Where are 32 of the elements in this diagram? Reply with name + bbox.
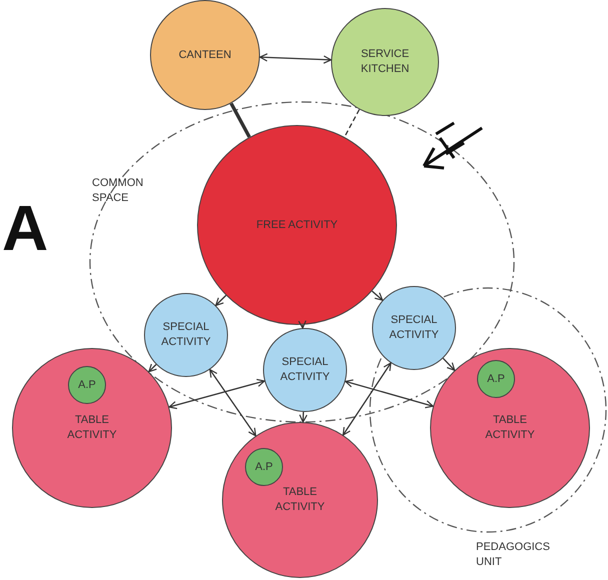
bubble-label: TABLE ACTIVITY	[484, 413, 536, 443]
arrow	[344, 379, 434, 408]
arrow	[168, 378, 266, 410]
arrow	[442, 358, 456, 371]
arrow	[372, 290, 384, 301]
bubble-label: SPECIAL ACTIVITY	[160, 320, 212, 350]
zone-label: COMMON SPACE	[92, 176, 144, 206]
arrow	[215, 294, 226, 306]
arrow	[342, 362, 392, 436]
arrow	[209, 369, 256, 436]
arrow	[299, 412, 308, 423]
bubble-label: TABLE ACTIVITY	[274, 485, 326, 515]
bubble-label: A.P	[487, 372, 505, 386]
arrow	[298, 320, 306, 329]
bubble-label: SPECIAL ACTIVITY	[279, 355, 331, 385]
bubble-label: SERVICE KITCHEN	[360, 47, 410, 77]
zone-label: PEDAGOGICS UNIT	[476, 540, 551, 570]
panel-letter: A	[2, 196, 48, 260]
connector-line	[344, 109, 360, 138]
bubble-circle	[372, 286, 456, 370]
bubble-label: FREE ACTIVITY	[256, 218, 338, 232]
small-circle	[477, 360, 515, 398]
small-circle	[245, 448, 283, 486]
small-circle	[68, 366, 106, 404]
bubble-label: SPECIAL ACTIVITY	[388, 313, 440, 343]
connector-line	[230, 102, 251, 138]
arrow	[259, 53, 332, 64]
bubble-label: A.P	[255, 460, 273, 474]
bubble-label: TABLE ACTIVITY	[66, 413, 118, 443]
arrow	[148, 363, 158, 372]
bubble-label: CANTEEN	[178, 48, 232, 62]
bubble-label: A.P	[78, 378, 96, 392]
